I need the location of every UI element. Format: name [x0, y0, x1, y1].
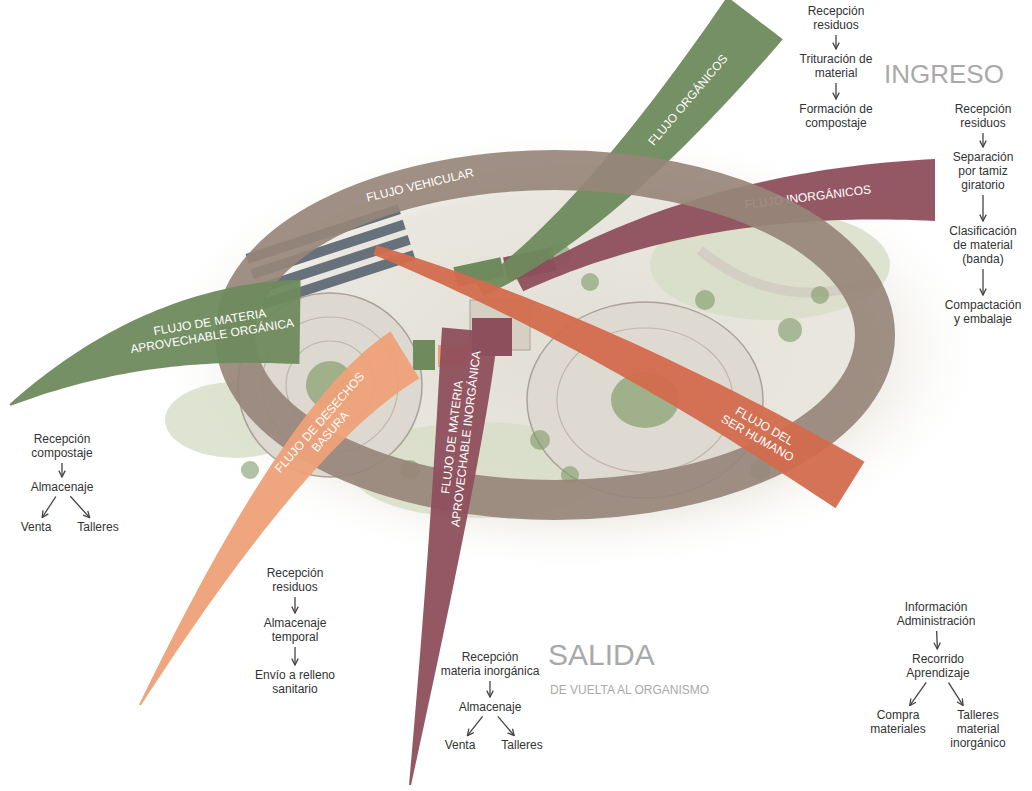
process-step: Recorrido Aprendizaje — [902, 652, 974, 680]
step-text: Almacenaje temporal — [259, 616, 331, 644]
process-step: Recepción residuos — [260, 566, 330, 594]
flow-band: FLUJO DE DESECHOS BASURA — [137, 329, 422, 708]
process-step: Talleres material inorgánico — [947, 708, 1009, 750]
process-step: Almacenaje temporal — [259, 616, 331, 644]
flow-arrow — [948, 683, 963, 706]
process-step: Compra materiales — [867, 708, 929, 736]
flow-arrow — [294, 597, 295, 613]
tree — [530, 430, 550, 450]
process-step: Almacenaje — [31, 480, 94, 494]
flow-band: FLUJO ORGÁNICOS — [474, 0, 785, 299]
process-step: Recepción materia inorgánica — [440, 650, 540, 678]
process-step: Información Administración — [891, 600, 981, 628]
flow-arrow — [489, 681, 490, 697]
band-outline — [371, 243, 867, 511]
tree — [581, 273, 599, 291]
flow-arrow — [498, 716, 514, 735]
flow-arrow — [982, 133, 983, 147]
process-step: Recepción residuos — [801, 4, 871, 32]
flow-arrow — [835, 83, 836, 99]
step-text: Trituración de material — [796, 52, 876, 80]
process-step: Venta — [21, 520, 52, 534]
section-heading: INGRESO — [884, 60, 1004, 89]
process-step: Formación de compostaje — [797, 102, 875, 130]
flow-arrow — [835, 35, 836, 49]
step-text: Separación por tamiz giratorio — [947, 150, 1019, 192]
process-step: Talleres — [501, 738, 542, 752]
step-text: Almacenaje — [31, 480, 94, 494]
band-shape — [139, 332, 419, 706]
step-text: Recepción materia inorgánica — [440, 650, 540, 678]
tree — [778, 318, 802, 342]
process-step: Clasificación de material (banda) — [945, 224, 1021, 266]
section-heading: SALIDA — [548, 638, 655, 671]
tree — [241, 461, 259, 479]
flow-arrow — [982, 195, 983, 221]
tree — [811, 286, 829, 304]
step-text: Formación de compostaje — [797, 102, 875, 130]
flow-arrow — [42, 497, 56, 518]
step-text: Talleres — [501, 738, 542, 752]
step-text: Envío a relleno sanitario — [251, 668, 339, 696]
step-text: Recepción residuos — [948, 102, 1018, 130]
process-step: Separación por tamiz giratorio — [947, 150, 1019, 192]
band-outline — [474, 0, 785, 299]
process-step: Venta — [445, 738, 476, 752]
step-text: Recepción compostaje — [27, 432, 97, 460]
process-step: Trituración de material — [796, 52, 876, 80]
process-step: Compactación y embalaje — [943, 298, 1023, 326]
step-text: Venta — [21, 520, 52, 534]
flow-arrow — [936, 631, 938, 649]
flow-arrow — [61, 463, 62, 477]
band-shape — [9, 280, 300, 406]
flow-arrow — [294, 647, 295, 665]
step-text: Recepción residuos — [260, 566, 330, 594]
step-text: Recorrido Aprendizaje — [902, 652, 974, 680]
band-shape — [409, 328, 498, 786]
tree — [695, 290, 715, 310]
band-outline — [137, 329, 422, 708]
step-text: Recepción residuos — [801, 4, 871, 32]
step-text: Información Administración — [891, 600, 981, 628]
process-step: Recepción compostaje — [27, 432, 97, 460]
flow-arrow — [467, 716, 482, 735]
process-step: Talleres — [77, 520, 118, 534]
flow-arrow — [910, 682, 927, 705]
roof-patch — [413, 340, 435, 370]
process-step: Recepción residuos — [948, 102, 1018, 130]
flow-label: FLUJO DE DESECHOS BASURA — [270, 368, 379, 487]
step-text: Almacenaje — [459, 700, 522, 714]
flow-band: FLUJO DE MATERIA APROVECHABLE ORGÁNICA — [7, 278, 303, 408]
step-text: Talleres material inorgánico — [947, 708, 1009, 750]
band-shape — [373, 245, 864, 508]
flow-arrow — [982, 269, 983, 295]
process-step: Almacenaje — [459, 700, 522, 714]
step-text: Venta — [445, 738, 476, 752]
section-subheading: DE VUELTA AL ORGANISMO — [550, 684, 709, 697]
flow-arrow — [70, 496, 89, 518]
process-step: Envío a relleno sanitario — [251, 668, 339, 696]
step-text: Clasificación de material (banda) — [945, 224, 1021, 266]
step-text: Compra materiales — [867, 708, 929, 736]
flow-band: FLUJO DEL SER HUMANO — [371, 243, 867, 511]
step-text: Compactación y embalaje — [943, 298, 1023, 326]
step-text: Talleres — [77, 520, 118, 534]
flow-band: FLUJO DE MATERIA APROVECHABLE INORGÁNICA — [407, 325, 500, 788]
